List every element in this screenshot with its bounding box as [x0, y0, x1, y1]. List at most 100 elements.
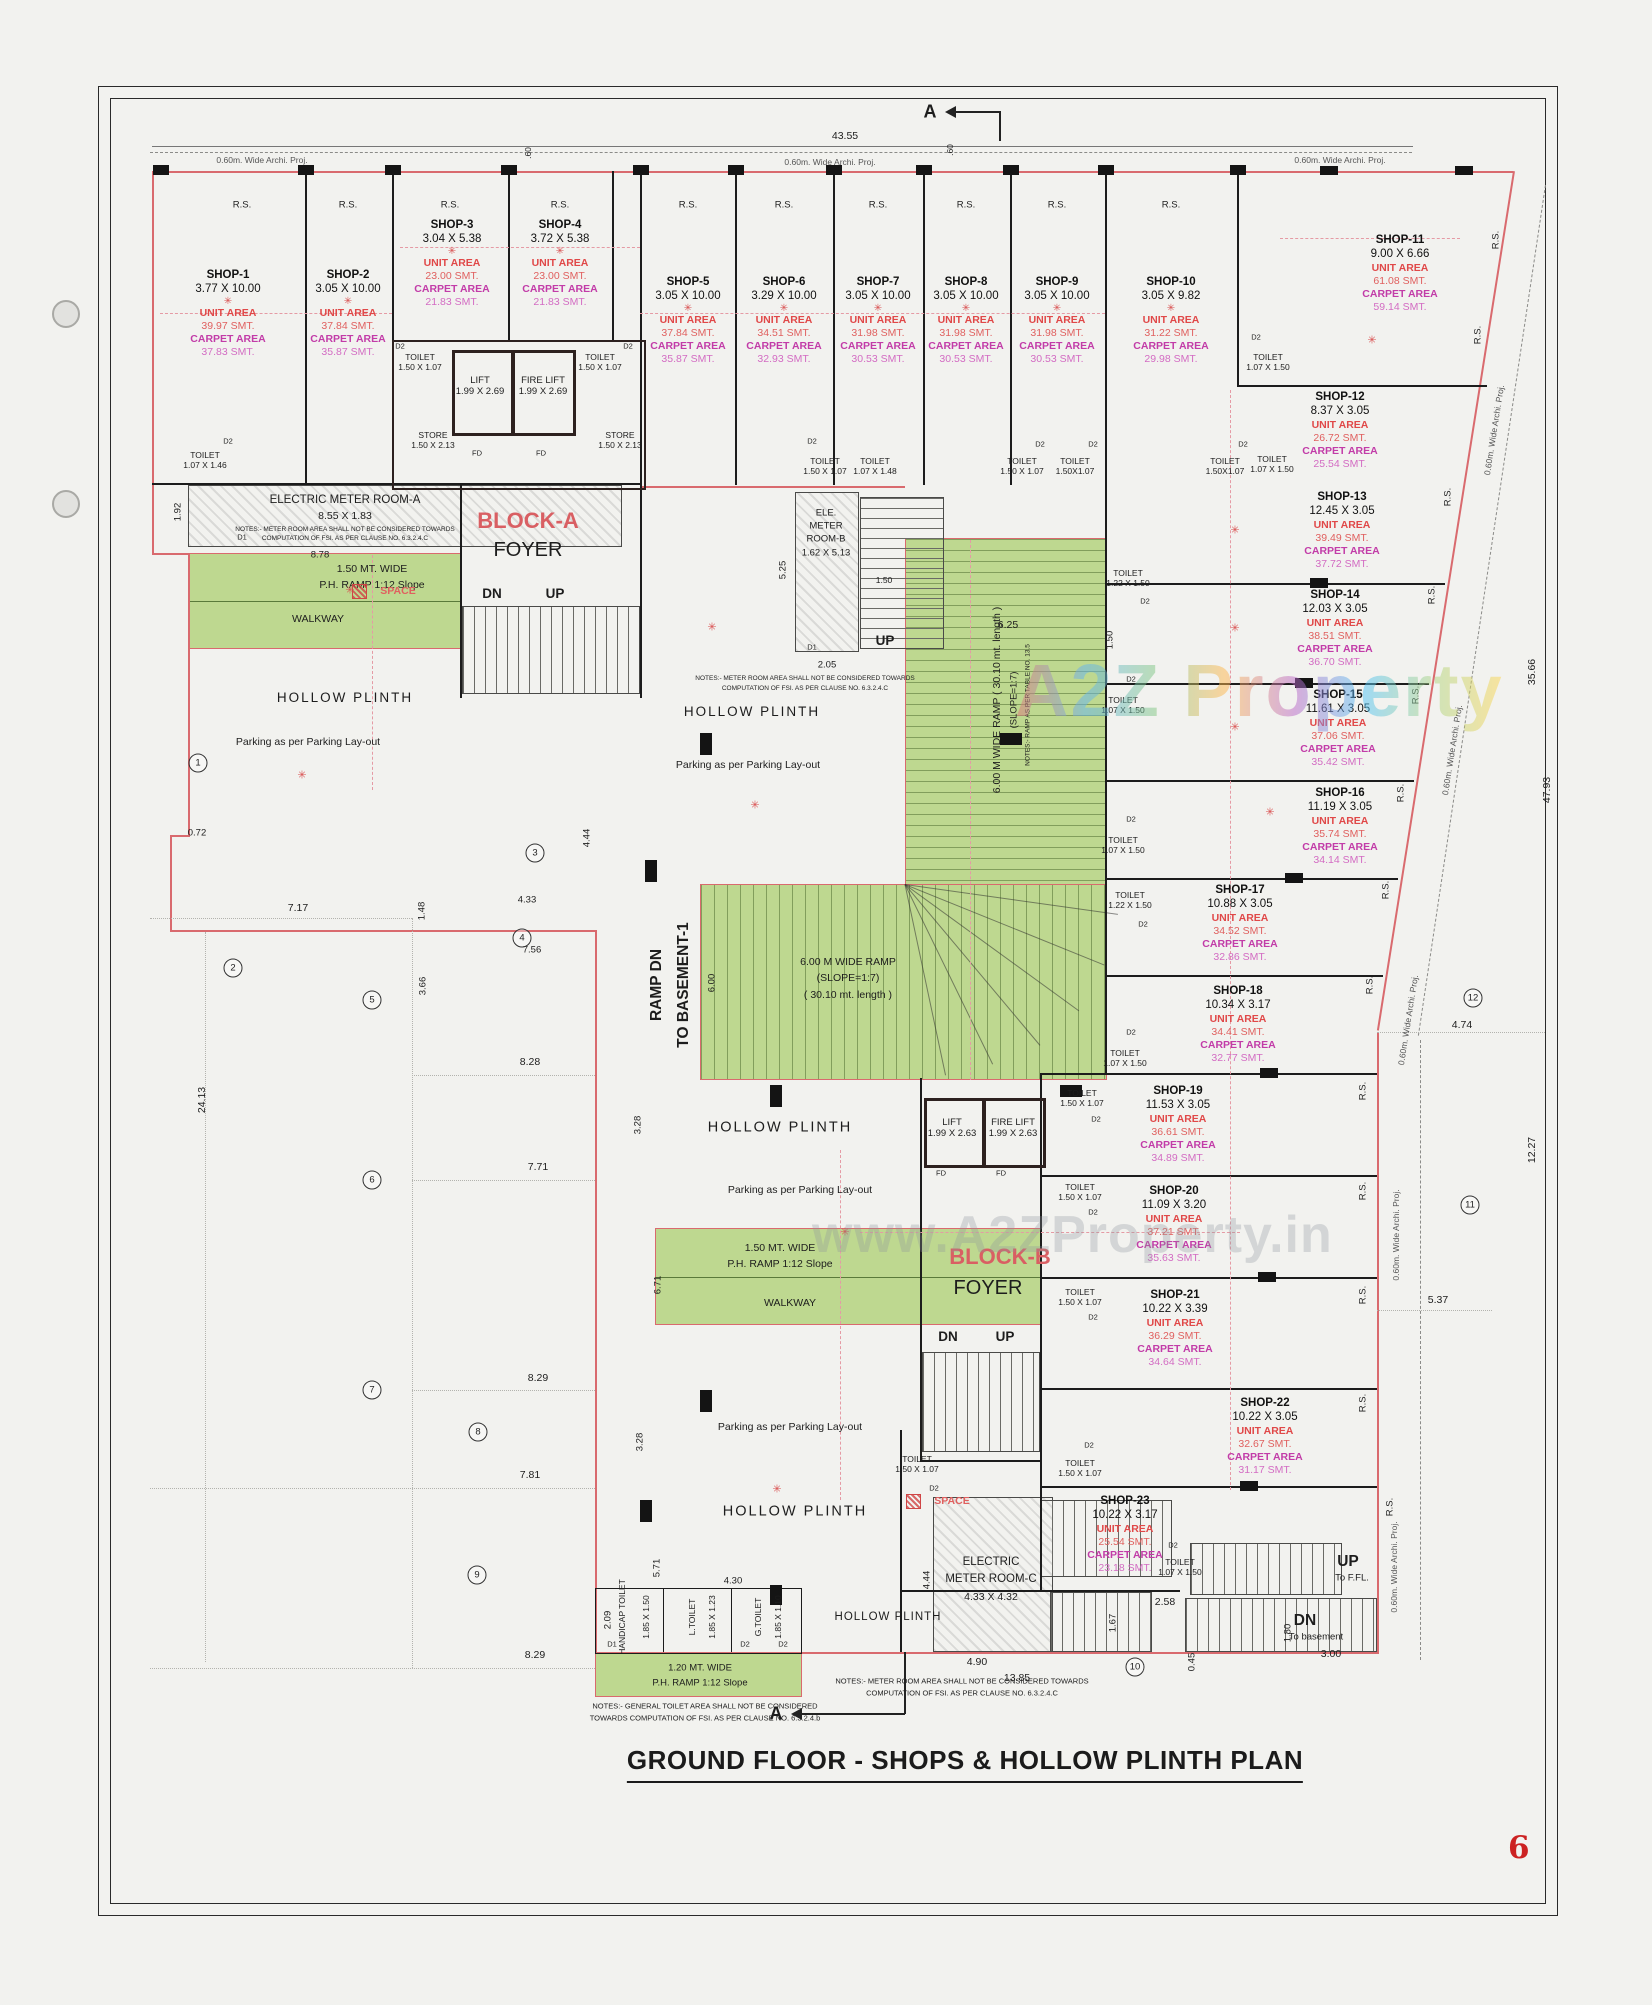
column	[916, 165, 932, 175]
column	[1060, 1085, 1082, 1097]
section-line	[956, 111, 1000, 113]
centerline	[372, 555, 373, 790]
centerline	[840, 1150, 841, 1500]
general-toilet-note: NOTES:- GENERAL TOILET AREA SHALL NOT BE…	[592, 1701, 818, 1711]
rs-label: R.S.	[1426, 585, 1438, 605]
column	[728, 165, 744, 175]
meter-room-b-name: METER	[809, 520, 843, 532]
stair-up-label: UP	[875, 633, 895, 649]
stairs-dn-basement	[1185, 1598, 1377, 1652]
dim: 24.13	[196, 1086, 208, 1114]
door-tag: D2	[740, 1639, 750, 1649]
dim: 1.48	[416, 901, 428, 921]
boundary-left	[152, 171, 154, 555]
handicap-toilet-label: HANDICAP TOILET	[617, 1579, 627, 1655]
rs-label: R.S.	[1490, 230, 1502, 250]
column	[153, 165, 169, 175]
dim: 3.66	[417, 976, 429, 996]
wall	[392, 171, 394, 485]
column	[501, 165, 517, 175]
meter-room-a-name: ELECTRIC METER ROOM-A	[269, 494, 421, 507]
dim: 5.71	[651, 1558, 663, 1578]
meter-room-b-note: COMPUTATION OF FSI. AS PER CLAUSE NO. 6.…	[721, 685, 889, 693]
door-tag: D2	[1251, 332, 1261, 342]
wall	[1040, 1175, 1377, 1177]
l-toilet-size: 1.85 X 1.23	[707, 1595, 717, 1639]
column	[1455, 166, 1473, 175]
space-marker-icon	[906, 1494, 921, 1509]
grid-bubble-4: 4	[512, 928, 532, 948]
archi-proj-label: 0.60m. Wide Archi. Proj.	[784, 156, 876, 167]
grid-line	[150, 918, 412, 919]
archi-proj-label: 0.60m. Wide Archi. Proj.	[1294, 154, 1386, 165]
grid-line	[412, 1390, 595, 1391]
dim: 4.44	[581, 828, 593, 848]
wall	[1105, 975, 1383, 977]
space-label: SPACE	[934, 1494, 970, 1507]
door-tag: D2	[1126, 814, 1136, 824]
dim: 47.93	[1541, 776, 1553, 804]
block-a-foyer: FOYER	[493, 539, 563, 562]
walkway-ramp-b	[655, 1228, 1042, 1325]
grid-line	[1377, 1310, 1492, 1311]
dim: 8.29	[524, 1648, 546, 1661]
section-marker-a-top: A	[923, 101, 937, 122]
column	[640, 1500, 652, 1522]
ramp-side-label: 6.00 M WIDE RAMP ( 30.10 mt. length )	[991, 606, 1003, 794]
meter-room-b-name: ELE.	[815, 507, 837, 519]
sun-icon: ✳	[779, 302, 789, 314]
rs-label: R.S.	[1384, 1497, 1396, 1517]
dim: 0.72	[187, 827, 207, 839]
ph-ramp-a-line2: P.H. RAMP 1:12 Slope	[319, 578, 425, 591]
boundary-hp1-bottom	[170, 930, 597, 932]
walkway-b-label: WALKWAY	[763, 1296, 817, 1309]
column	[770, 1585, 782, 1605]
grid-bubble-1: 1	[188, 753, 208, 773]
door-tag: D2	[1168, 1540, 1178, 1550]
stair-up-label: UP	[545, 586, 565, 602]
boundary-left3	[170, 835, 172, 932]
grid-line	[412, 918, 413, 1668]
door-tag: D2	[1091, 1114, 1101, 1124]
boundary-bottom	[595, 1652, 1379, 1654]
grid-bubble-6: 6	[362, 1170, 382, 1190]
sun-icon: ✳	[555, 245, 565, 257]
dim: 0.45	[1186, 1652, 1198, 1672]
archi-proj-right	[1420, 1040, 1421, 1660]
dim: 1.92	[172, 502, 184, 522]
meter-room-a-note: NOTES:- METER ROOM AREA SHALL NOT BE CON…	[235, 526, 455, 534]
block-a-title: BLOCK-A	[477, 508, 579, 534]
dim: 2.09	[602, 1610, 614, 1630]
sun-icon: ✳	[343, 295, 353, 307]
page-number: 6	[1508, 1830, 1530, 1866]
dim: 5.25	[777, 560, 789, 580]
column	[826, 165, 842, 175]
sun-icon: ✳	[683, 302, 693, 314]
ph-ramp-c	[595, 1653, 802, 1697]
rs-label: R.S.	[1357, 1285, 1369, 1305]
meter-room-c-note: COMPUTATION OF FSI. AS PER CLAUSE NO. 6.…	[866, 1688, 1058, 1698]
parking-label: Parking as per Parking Lay-out	[235, 735, 381, 748]
space-marker-icon	[352, 584, 367, 599]
grid-line	[150, 1488, 595, 1489]
outer-frame	[98, 86, 1558, 1916]
meter-room-c-note: NOTES:- METER ROOM AREA SHALL NOT BE CON…	[835, 1676, 1089, 1686]
rs-label: R.S.	[1357, 1181, 1369, 1201]
rs-label: R.S.	[1364, 975, 1376, 995]
dim: 4.30	[723, 1575, 743, 1587]
door-tag: D1	[607, 1639, 617, 1649]
rs-label: R.S.	[1357, 1081, 1369, 1101]
